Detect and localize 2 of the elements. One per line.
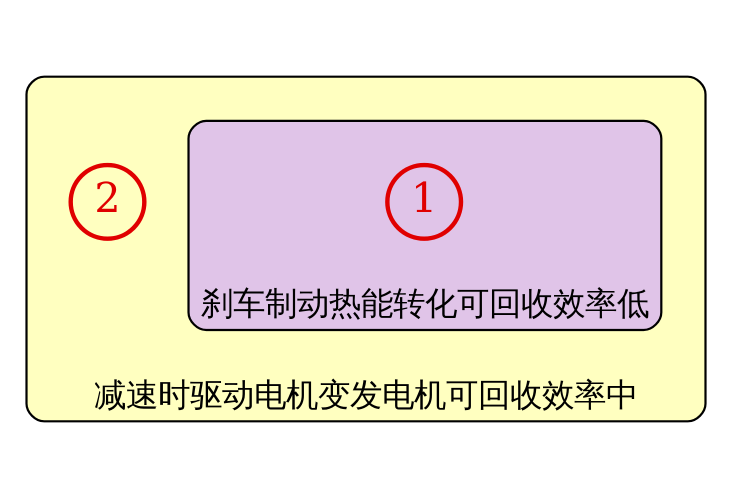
node-circle: 1 [385, 162, 464, 241]
node-circle: 2 [68, 162, 147, 241]
